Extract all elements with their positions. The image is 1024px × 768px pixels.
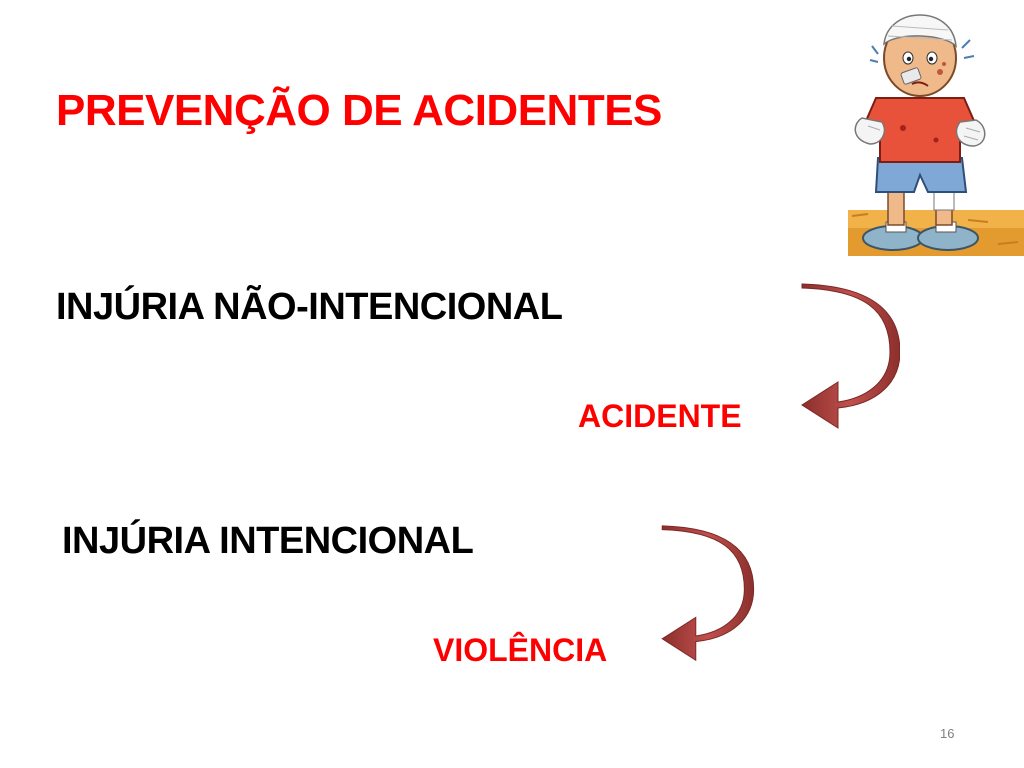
slide-title: PREVENÇÃO DE ACIDENTES: [56, 86, 662, 135]
result-accident: ACIDENTE: [578, 398, 742, 434]
slide-number: 16: [940, 726, 955, 741]
injured-boy-illustration: [848, 14, 1024, 256]
result-violence: VIOLÊNCIA: [433, 632, 608, 668]
curved-down-left-arrow-icon: [661, 525, 755, 662]
term-intentional-injury: INJÚRIA INTENCIONAL: [62, 520, 474, 562]
term-unintentional-injury: INJÚRIA NÃO-INTENCIONAL: [56, 286, 563, 328]
curved-down-left-arrow-icon: [801, 283, 900, 429]
